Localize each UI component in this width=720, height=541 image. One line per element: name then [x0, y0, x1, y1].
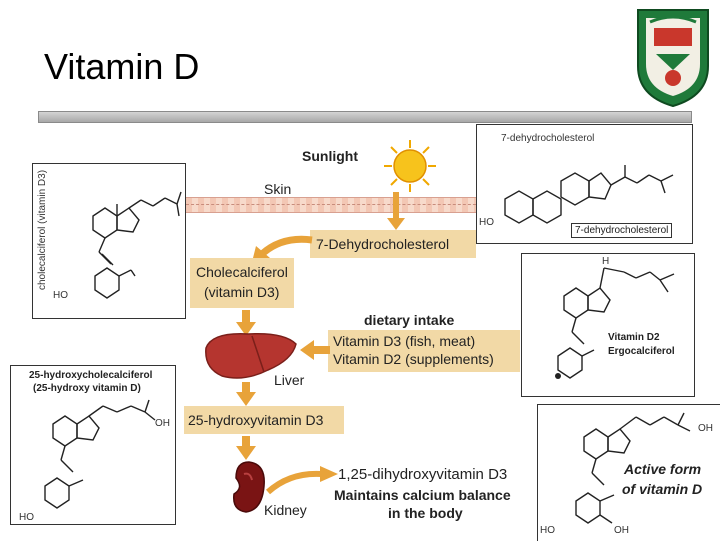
dietary-intake-box	[328, 330, 520, 372]
box-active-caption-1: Active form	[624, 461, 702, 477]
box-dehydro-ho: HO	[479, 217, 494, 228]
kidney-label: Kidney	[264, 502, 307, 518]
dehydrocholesterol-box	[310, 230, 476, 258]
liver-label: Liver	[274, 372, 305, 388]
dietary-line-1: Vitamin D3 (fish, meat)	[333, 333, 476, 349]
dietary-line-2: Vitamin D2 (supplements)	[333, 351, 494, 367]
arrow-dietary-to-liver	[300, 340, 330, 360]
arrow-liver-to-25-hydroxy	[236, 382, 256, 406]
structure-box-25-hydroxycholecalciferol: 25-hydroxycholecalciferol (25-hydroxy vi…	[10, 365, 176, 525]
structure-box-cholecalciferol: cholecalciferol (vitamin D3) HO	[32, 163, 186, 319]
liver-illustration	[205, 332, 297, 379]
box-25oh-oh: OH	[155, 418, 170, 429]
dehydrocholesterol-label: 7-Dehydrocholesterol	[316, 236, 450, 252]
dihydroxyvitamin-label: 1,25-dihydroxyvitamin D3	[338, 466, 508, 483]
box-dehydro-caption: 7-dehydrocholesterol	[571, 223, 673, 238]
university-seal-logo	[637, 9, 709, 108]
arrow-kidney-to-active	[265, 466, 338, 495]
ergocalciferol-structure	[555, 267, 675, 379]
hydroxyvitamin-label: 25-hydroxyvitamin D3	[188, 412, 324, 428]
box-chole-caption: cholecalciferol (vitamin D3)	[37, 169, 48, 290]
structure-box-7-dehydrocholesterol: 7-dehydrocholesterol HO 7-dehydrocholest…	[476, 124, 693, 244]
box-d2-caption-2: Ergocalciferol	[608, 346, 675, 357]
box-d2-caption-1: Vitamin D2	[608, 332, 660, 343]
sunlight-label: Sunlight	[302, 148, 358, 164]
box-dehydro-title: 7-dehydrocholesterol	[501, 133, 595, 144]
cholecalciferol-label: Cholecalciferol	[196, 264, 288, 280]
box-25oh-ho: HO	[19, 512, 34, 523]
skin-layer-line	[186, 204, 486, 205]
maintains-calcium-line-1: Maintains calcium balance	[334, 487, 511, 503]
arrow-to-liver	[236, 310, 256, 336]
box-active-caption-2: of vitamin D	[622, 481, 703, 497]
structure-box-active-form: OH Active form of vitamin D HO OH	[537, 404, 720, 541]
7-dehydrocholesterol-structure	[504, 165, 674, 224]
box-active-ho: HO	[540, 525, 555, 536]
arrow-sun-to-skin	[387, 192, 405, 230]
maintains-calcium-line-2: in the body	[388, 505, 463, 521]
box-d2-h: H	[602, 256, 610, 267]
cholecalciferol-structure	[92, 191, 182, 299]
skin-label: Skin	[264, 181, 292, 197]
slide-title: Vitamin D	[44, 46, 200, 87]
hydroxyvitamin-box	[184, 406, 344, 434]
box-chole-ho: HO	[53, 290, 68, 301]
arrow-to-kidney	[236, 436, 256, 460]
box-active-oh-top: OH	[698, 423, 713, 434]
box-active-oh-bottom: OH	[614, 525, 629, 536]
sun-icon	[384, 140, 436, 192]
structure-box-vitamin-d2: H Vitamin D2 Ergocalciferol	[521, 253, 695, 397]
25-hydroxycholecalciferol-structure	[44, 399, 156, 509]
kidney-illustration	[233, 461, 265, 513]
title-divider-bar	[38, 111, 692, 123]
cholecalciferol-box	[190, 258, 294, 308]
box-25oh-title-1: 25-hydroxycholecalciferol	[29, 370, 153, 381]
cholecalciferol-sub-label: (vitamin D3)	[204, 284, 280, 300]
calcitriol-structure	[575, 412, 691, 524]
dietary-intake-label: dietary intake	[364, 312, 455, 328]
box-25oh-title-2: (25-hydroxy vitamin D)	[33, 383, 141, 394]
skin-layer	[186, 197, 486, 213]
